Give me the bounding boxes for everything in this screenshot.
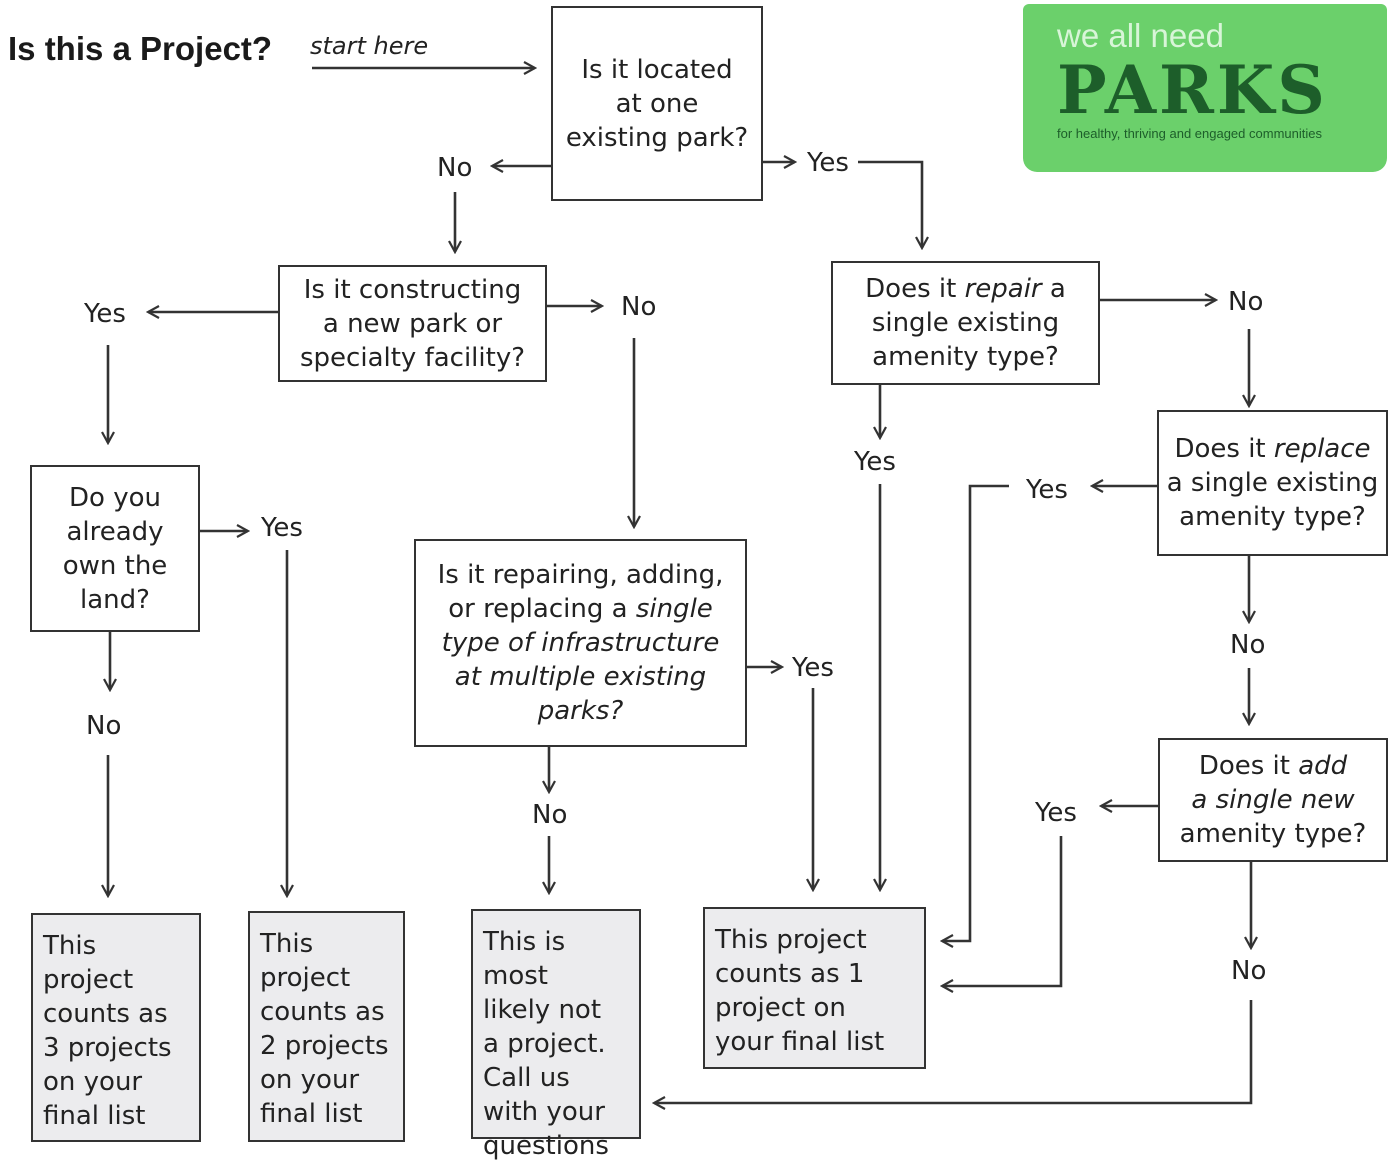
label-q3-yes: Yes (261, 513, 303, 543)
label-q2-yes: Yes (84, 299, 126, 329)
logo-tagline-bottom: for healthy, thriving and engaged commun… (1057, 126, 1322, 141)
label-q1-yes: Yes (807, 148, 849, 178)
question-multiple-existing-parks: Is it repairing, adding, or replacing a … (414, 539, 747, 747)
label-q2-no: No (621, 292, 657, 322)
question-repair-single-amenity: Does it repair a single existing amenity… (831, 261, 1100, 385)
label-q6-yes: Yes (1026, 475, 1068, 505)
arrow-q6-yes-to-r4 (942, 484, 1009, 941)
question-add-single-amenity: Does it add a single new amenity type? (1158, 738, 1388, 862)
label-q1-no: No (437, 153, 473, 183)
label-q5-no: No (1228, 287, 1264, 317)
label-q6-no: No (1230, 630, 1266, 660)
parks-logo: we all need PARKS for healthy, thriving … (1023, 4, 1387, 172)
question-replace-single-amenity: Does it replace a single existing amenit… (1157, 410, 1388, 556)
page-title: Is this a Project? (8, 30, 273, 67)
start-label: start here (310, 32, 429, 60)
arrow-yes-to-q5 (858, 160, 922, 248)
label-q5-yes: Yes (854, 447, 896, 477)
logo-tagline-top: we all need (1057, 17, 1224, 54)
arrow-no-to-r3 (654, 1000, 1253, 1103)
logo-wordmark: PARKS (1057, 51, 1328, 129)
arrow-q7-yes-to-r4 (942, 836, 1063, 986)
label-q4-yes: Yes (792, 653, 834, 683)
label-q7-yes: Yes (1035, 798, 1077, 828)
label-q4-no: No (532, 800, 568, 830)
label-q7-no: No (1231, 956, 1267, 986)
label-q3-no: No (86, 711, 122, 741)
